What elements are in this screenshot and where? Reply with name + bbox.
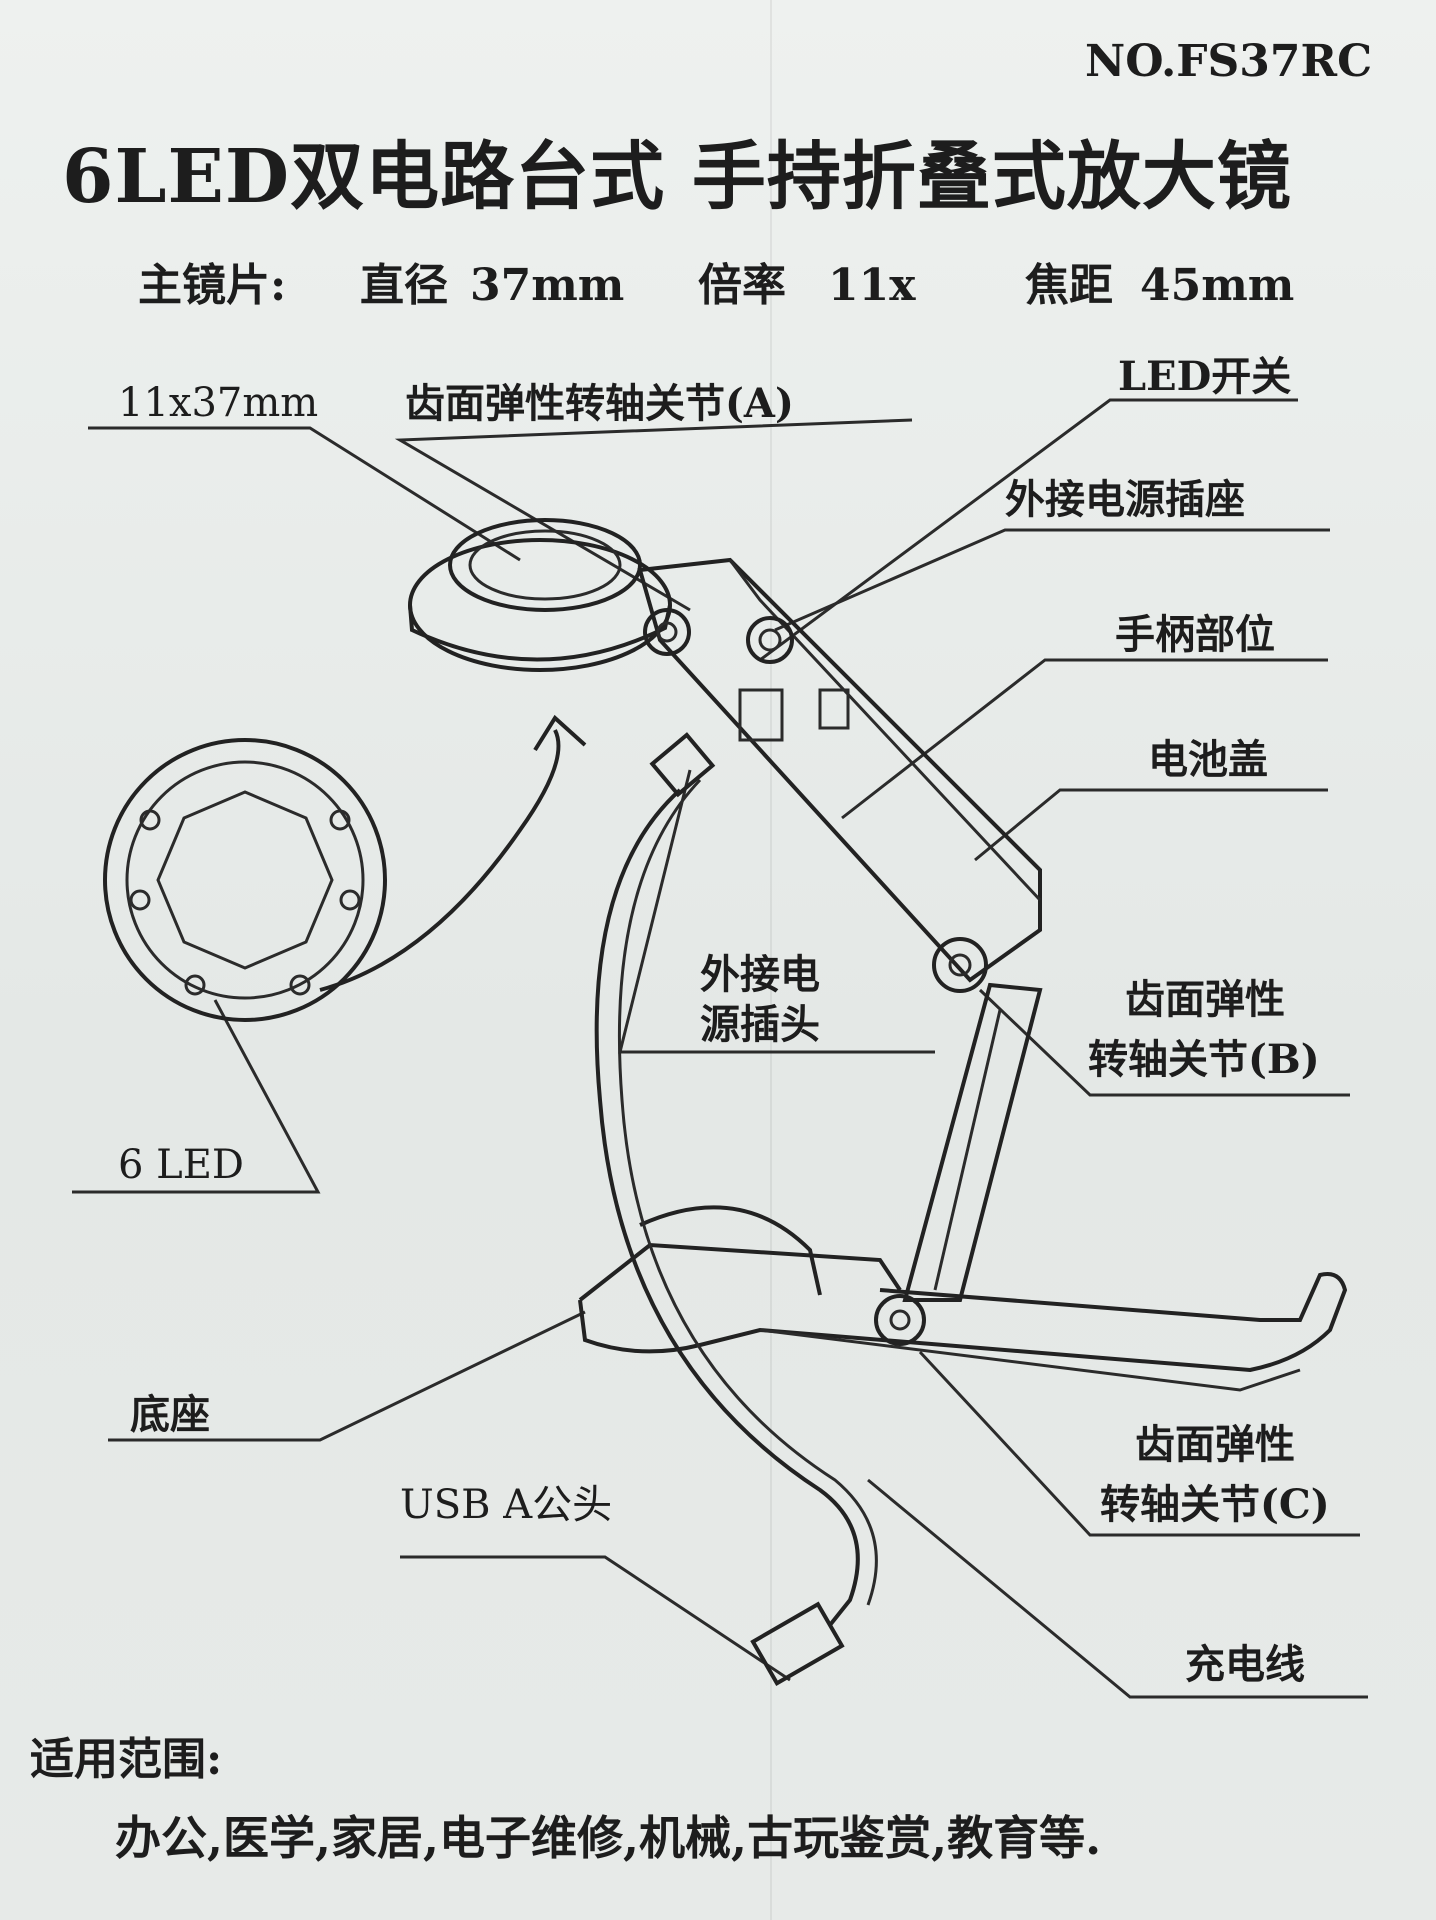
spec-magnification-label: 倍率 — [698, 260, 786, 311]
led-2 — [289, 974, 311, 996]
leader-joint-c — [918, 1350, 1360, 1537]
leader-handle — [841, 658, 1328, 820]
magnifier-head — [408, 518, 672, 672]
spec-diameter-label: 直径 — [360, 260, 448, 311]
charging-cable-drawing — [594, 732, 878, 1687]
led-3 — [339, 889, 361, 911]
led-5 — [139, 809, 161, 831]
leader-base — [108, 1310, 586, 1442]
base — [578, 1205, 1348, 1392]
callout-leaders — [72, 398, 1368, 1699]
callout-battery-cover: 电池盖 — [1148, 736, 1268, 783]
leader-lens-size — [88, 426, 521, 562]
led-switch-block — [738, 688, 784, 742]
led-6 — [329, 809, 351, 831]
led-4 — [129, 889, 151, 911]
callout-base: 底座 — [130, 1391, 210, 1438]
leader-charging-cable — [867, 1478, 1368, 1699]
callout-joint-c-line2: 转轴关节(C) — [1100, 1481, 1330, 1528]
leader-led-switch — [759, 398, 1298, 662]
callout-handle: 手柄部位 — [1115, 611, 1275, 658]
leader-battery-cover — [974, 788, 1328, 862]
callout-charging-cable: 充电线 — [1185, 1641, 1305, 1688]
model-number: NO.FS37RC — [1085, 36, 1373, 87]
spec-main-lens-label: 主镜片: — [138, 260, 287, 311]
paper-fold-line — [770, 0, 772, 1920]
external-socket-port — [746, 616, 794, 664]
callout-joint-b-line1: 齿面弹性 — [1125, 976, 1285, 1023]
led-1 — [184, 974, 206, 996]
callout-led-switch: LED开关 — [1118, 353, 1292, 400]
callout-external-plug-line2: 源插头 — [700, 1001, 820, 1048]
handle-arm — [637, 557, 1042, 993]
page-title: 6LED双电路台式 手持折叠式放大镜 — [62, 134, 1292, 220]
spec-diameter-value: 37mm — [470, 260, 625, 311]
spec-focal-value: 45mm — [1140, 260, 1295, 311]
leader-six-led — [72, 999, 321, 1194]
scope-title: 适用范围: — [30, 1734, 223, 1785]
joint-c-knob — [874, 1294, 926, 1346]
usb-plug-shape — [750, 1601, 845, 1687]
callout-external-socket: 外接电源插座 — [1005, 476, 1245, 523]
callout-six-led: 6 LED — [118, 1142, 244, 1188]
joint-b-knob — [932, 937, 988, 993]
lower-support — [902, 982, 1043, 1302]
spec-magnification-value: 11x — [828, 260, 916, 311]
callout-external-plug-line1: 外接电 — [700, 951, 820, 998]
joint-a-knob — [643, 608, 691, 656]
callout-joint-c-line1: 齿面弹性 — [1135, 1421, 1295, 1468]
external-plug-shape — [649, 732, 716, 798]
scope-value: 办公,医学,家居,电子维修,机械,古玩鉴赏,教育等. — [115, 1811, 1102, 1865]
callout-joint-b-line2: 转轴关节(B) — [1088, 1036, 1320, 1083]
leader-joint-a — [394, 418, 913, 612]
spec-focal-label: 焦距 — [1025, 260, 1113, 311]
leader-external-socket — [774, 528, 1330, 632]
six-led-ring-detail — [103, 714, 587, 1022]
leader-joint-b — [978, 988, 1350, 1097]
callout-lens-size: 11x37mm — [118, 380, 319, 426]
leader-usb — [400, 1555, 791, 1682]
callout-usb: USB A公头 — [400, 1482, 613, 1528]
callout-joint-a: 齿面弹性转轴关节(A) — [405, 380, 794, 427]
switch-wheel — [818, 688, 850, 730]
